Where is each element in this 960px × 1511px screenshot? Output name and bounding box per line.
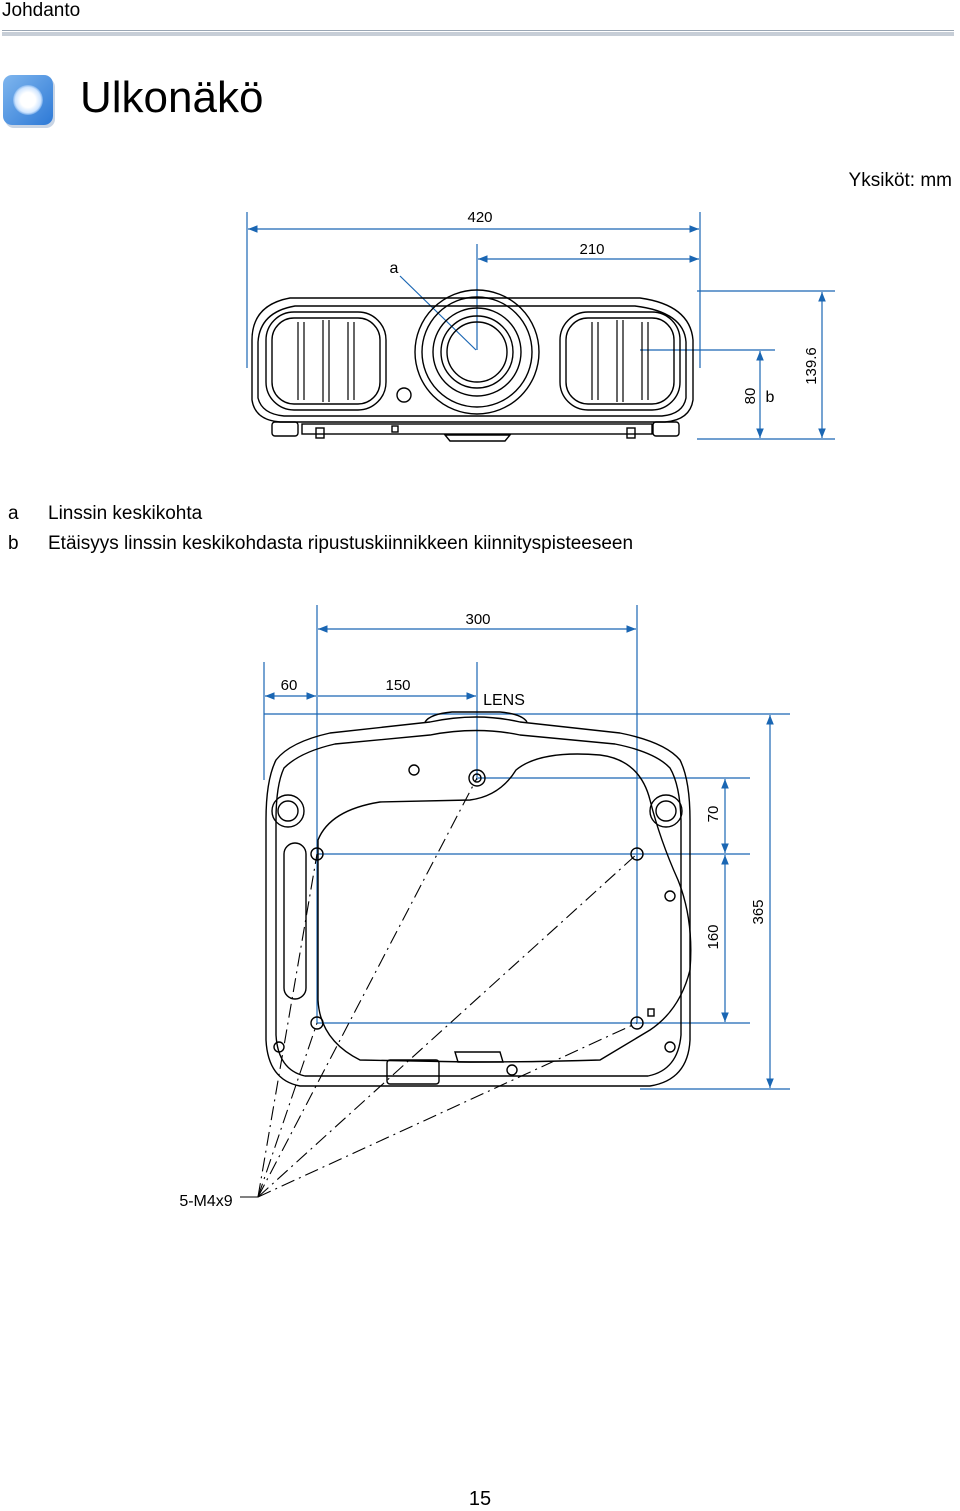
- dim-365: 365: [750, 899, 767, 924]
- label-b: b: [766, 389, 775, 406]
- screw-label: 5-M4x9: [179, 1193, 232, 1210]
- legend-text: Etäisyys linssin keskikohdasta ripustusk…: [48, 533, 634, 554]
- dim-160: 160: [705, 924, 722, 949]
- units-label: Yksiköt: mm: [848, 170, 952, 191]
- legend-text: Linssin keskikohta: [48, 503, 203, 524]
- label-a: a: [390, 260, 399, 277]
- dim-300: 300: [465, 611, 490, 628]
- dim-60: 60: [281, 677, 298, 694]
- dim-139-6: 139.6: [803, 347, 820, 385]
- dim-70: 70: [705, 806, 722, 823]
- legend-item-a: a Linssin keskikohta: [8, 503, 202, 525]
- dim-150: 150: [385, 677, 410, 694]
- legend-item-b: b Etäisyys linssin keskikohdasta ripustus…: [8, 533, 633, 555]
- legend-key: b: [8, 533, 19, 554]
- dim-420: 420: [467, 209, 492, 226]
- front-dimension-lines: [246, 212, 835, 440]
- legend-key: a: [8, 503, 19, 524]
- projector-front-outline: [251, 289, 694, 442]
- bottom-dimension-lines: [263, 605, 790, 1090]
- projector-bottom-outline: [265, 711, 692, 1087]
- page-number: 15: [468, 1488, 492, 1510]
- screw-leaders: [257, 777, 638, 1198]
- grille-slats: [297, 320, 649, 402]
- dim-210: 210: [579, 241, 604, 258]
- lens-label: LENS: [483, 692, 525, 709]
- dim-80: 80: [742, 388, 759, 405]
- bullet-icon: [3, 75, 53, 125]
- page-title: Ulkonäkö: [80, 73, 264, 122]
- header-divider: [2, 30, 954, 36]
- section-header: Johdanto: [2, 0, 81, 21]
